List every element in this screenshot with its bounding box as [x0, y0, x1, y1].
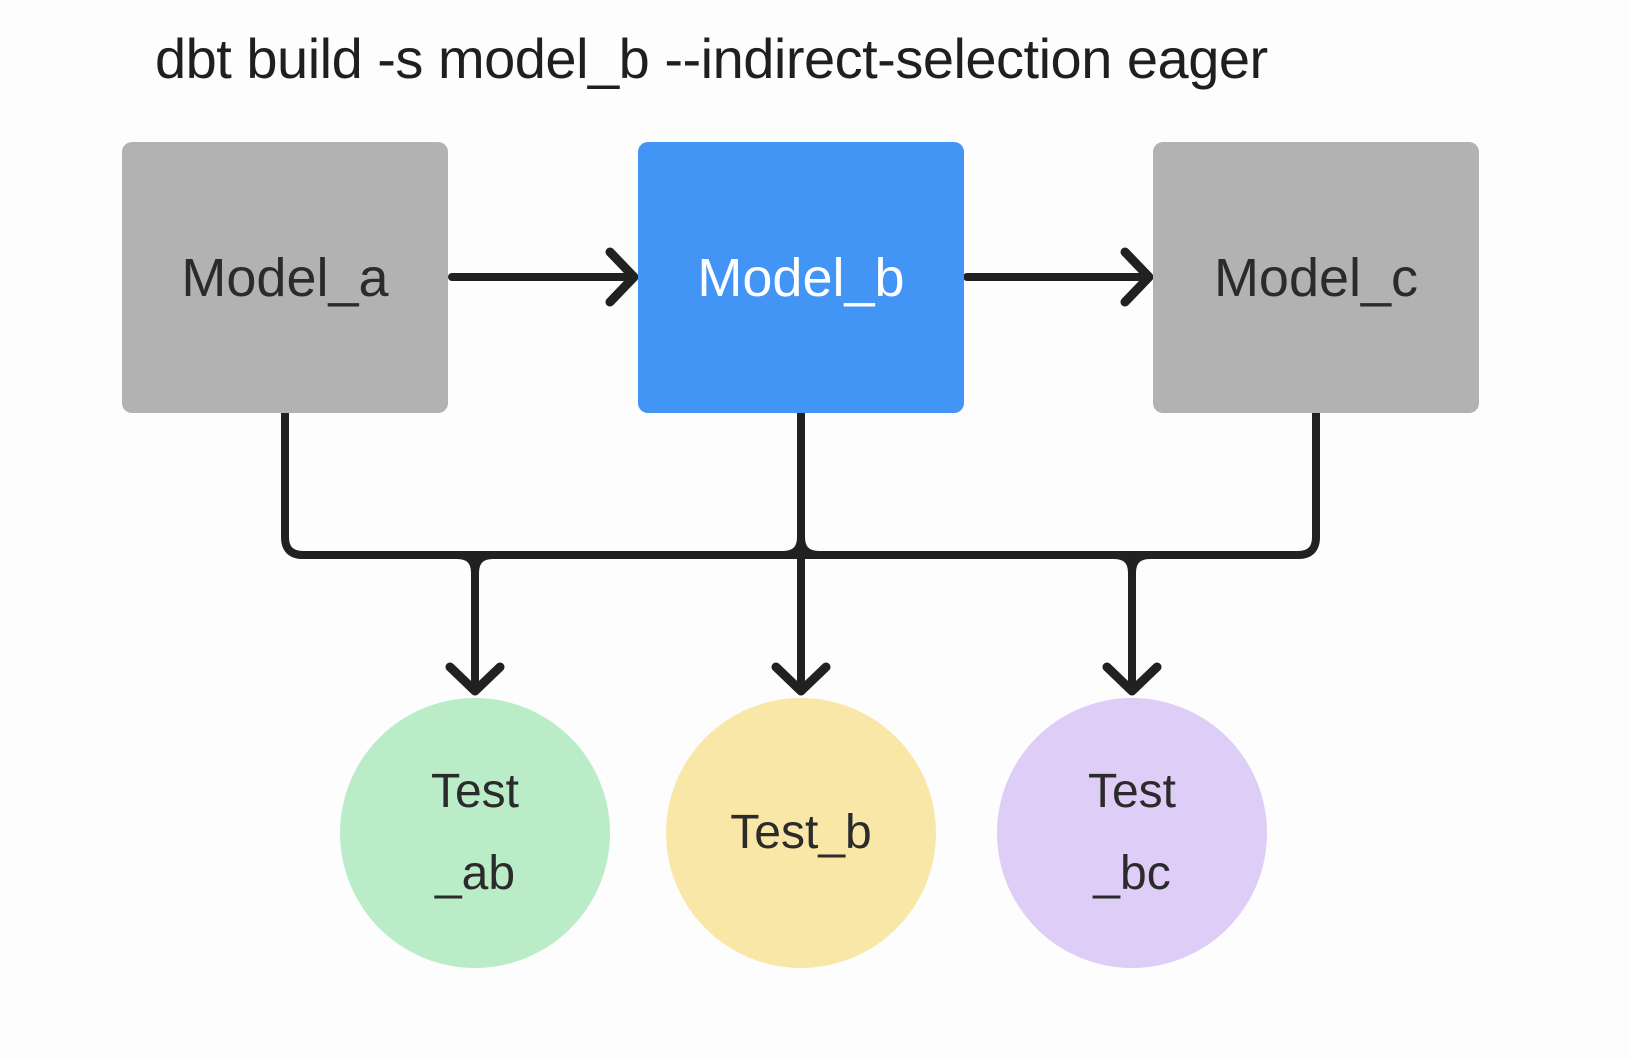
- node-model-b: Model_b: [638, 142, 964, 413]
- arrowhead-down-test-ab-icon: [445, 662, 505, 696]
- edge-fillet-model-b-right: [797, 533, 823, 559]
- node-model-b-label: Model_b: [697, 247, 905, 308]
- node-test-b: Test_b: [666, 698, 936, 968]
- node-model-a: Model_a: [122, 142, 448, 413]
- node-test-b-label: Test_b: [730, 806, 872, 860]
- arrowhead-right-model-c-icon: [1120, 247, 1154, 307]
- diagram-title: dbt build -s model_b --indirect-selectio…: [155, 27, 1268, 90]
- node-model-c-label: Model_c: [1213, 247, 1419, 308]
- node-test-bc: Test _bc: [997, 698, 1267, 968]
- node-test-ab-label-line1: Test: [430, 765, 520, 819]
- node-test-bc-label-line2: _bc: [1093, 847, 1171, 900]
- edge-fillet-test-bc-right: [1128, 551, 1154, 577]
- node-model-c: Model_c: [1153, 142, 1479, 413]
- arrowhead-right-model-b-icon: [605, 247, 639, 307]
- node-model-a-label: Model_a: [181, 247, 389, 308]
- edge-fillet-test-ab-right: [471, 551, 497, 577]
- node-test-bc-label-line1: Test: [1087, 765, 1177, 819]
- arrowhead-down-test-b-icon: [771, 662, 831, 696]
- node-test-ab-label-line2: _ab: [434, 847, 516, 900]
- arrowhead-down-test-bc-icon: [1102, 662, 1162, 696]
- node-test-ab: Test _ab: [340, 698, 610, 968]
